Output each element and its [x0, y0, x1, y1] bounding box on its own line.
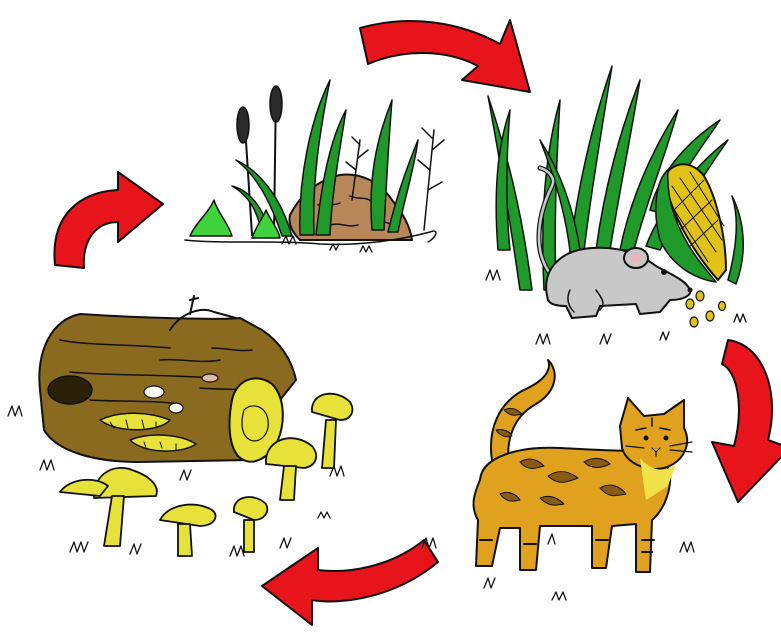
red-arrow-icon [712, 340, 781, 502]
corn-cob-icon [656, 164, 743, 284]
rotting-log-icon [39, 296, 296, 462]
stage-plants [185, 80, 444, 252]
mouse-icon [546, 248, 692, 318]
arrow-decomposers-to-plants [54, 172, 163, 268]
arrow-mouse-to-cat [712, 340, 781, 502]
arrow-cat-to-decomposers [262, 540, 438, 625]
red-arrow-icon [360, 20, 530, 92]
stage-cat [422, 360, 694, 600]
leafy-sprout-icon [190, 200, 280, 238]
stage-decomposers [8, 296, 352, 556]
corn-kernels-icon [686, 291, 726, 327]
arrow-plants-to-mouse [360, 20, 530, 92]
red-arrow-icon [54, 172, 163, 268]
stage-mouse [486, 66, 746, 344]
red-arrow-icon [262, 540, 438, 625]
